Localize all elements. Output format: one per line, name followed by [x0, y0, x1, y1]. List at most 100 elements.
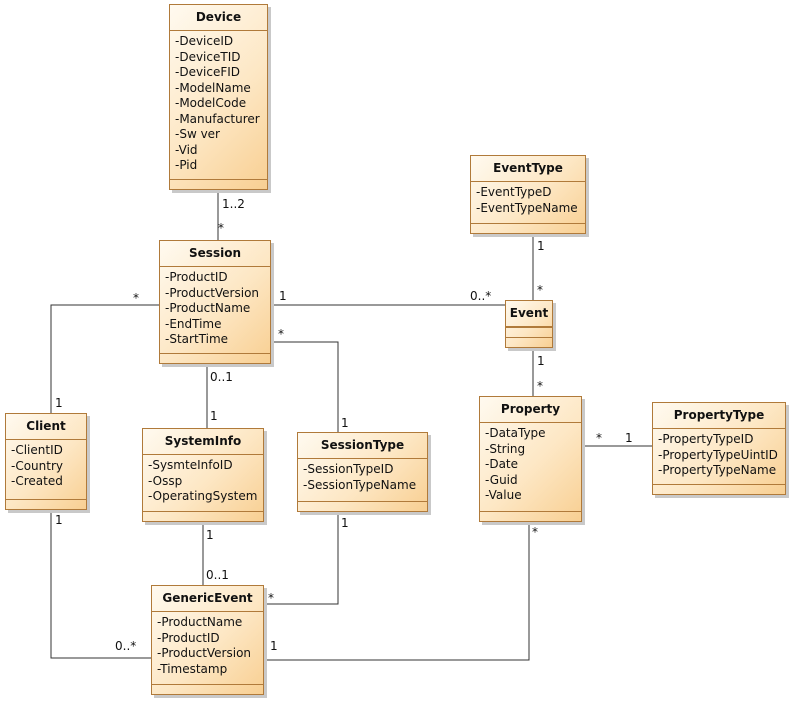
operations-compartment: [152, 684, 263, 685]
attribute: -ModelCode: [175, 96, 247, 110]
attribute: -Sw ver: [175, 127, 220, 141]
attribute: -Guid: [485, 472, 518, 487]
mult-property-genericevent-property-end: *: [532, 525, 538, 539]
mult-systeminfo-genericevent-systeminfo-end: 1: [206, 528, 214, 542]
attribute: -ClientID: [11, 443, 63, 457]
attribute: -SessionTypeID: [303, 462, 394, 476]
class-device-attributes: -DeviceID -DeviceTID -DeviceFID -ModelNa…: [170, 31, 267, 174]
mult-systeminfo-genericevent-genericevent-end: 0..1: [206, 568, 229, 582]
attributes-compartment: [506, 327, 552, 328]
class-session-title: Session: [160, 241, 270, 267]
operations-compartment: [170, 179, 267, 180]
assoc-session-client: [50, 304, 159, 413]
attribute: -Created: [11, 474, 63, 488]
class-eventtype[interactable]: EventType -EventTypeD -EventTypeName: [470, 155, 586, 234]
attribute: -DataType: [485, 426, 546, 440]
operations-compartment: [6, 499, 86, 500]
attribute: -Ossp: [148, 473, 183, 488]
attribute: -OperatingSystem: [148, 489, 258, 503]
class-propertytype[interactable]: PropertyType -PropertyTypeID -PropertyTy…: [652, 402, 786, 495]
class-systeminfo[interactable]: SystemInfo -SysmteInfoID -Ossp -Operatin…: [142, 428, 264, 522]
attribute: -DeviceID: [175, 34, 234, 48]
mult-device-session-device-end: 1..2: [222, 197, 245, 211]
class-propertytype-title: PropertyType: [653, 403, 785, 429]
class-event-title: Event: [506, 301, 552, 327]
attribute: -EventTypeName: [476, 200, 578, 215]
attribute: -SysmteInfoID: [148, 458, 233, 472]
attribute: -EventTypeD: [476, 185, 552, 199]
attribute: -Vid: [175, 142, 198, 157]
mult-event-property-property-end: *: [537, 379, 543, 393]
attribute: -DeviceTID: [175, 49, 241, 64]
class-genericevent-title: GenericEvent: [152, 586, 263, 612]
attribute: -Date: [485, 457, 519, 471]
class-eventtype-attributes: -EventTypeD -EventTypeName: [471, 182, 585, 216]
class-property[interactable]: Property -DataType -String -Date -Guid -…: [479, 396, 582, 522]
mult-session-systeminfo-systeminfo-end: 1: [210, 409, 218, 423]
assoc-session-sessiontype: [271, 341, 339, 432]
mult-client-genericevent-client-end: 1: [55, 513, 63, 527]
operations-compartment: [160, 353, 270, 354]
class-sessiontype-attributes: -SessionTypeID -SessionTypeName: [298, 459, 427, 493]
attribute: -StartTime: [165, 332, 229, 346]
attribute: -String: [485, 441, 526, 456]
class-client-title: Client: [6, 414, 86, 440]
mult-eventtype-event-event-end: *: [537, 283, 543, 297]
class-genericevent-attributes: -ProductName -ProductID -ProductVersion …: [152, 612, 263, 677]
assoc-property-genericevent: [264, 522, 530, 661]
mult-session-client-session-end: *: [133, 291, 139, 305]
class-genericevent[interactable]: GenericEvent -ProductName -ProductID -Pr…: [151, 585, 264, 695]
attribute: -EndTime: [165, 316, 222, 331]
attribute: -PropertyTypeID: [658, 432, 754, 446]
class-propertytype-attributes: -PropertyTypeID -PropertyTypeUintID -Pro…: [653, 429, 785, 479]
mult-property-propertytype-propertytype-end: 1: [625, 431, 633, 445]
operations-compartment: [298, 501, 427, 502]
class-session[interactable]: Session -ProductID -ProductVersion -Prod…: [159, 240, 271, 364]
attribute: -PropertyTypeUintID: [658, 447, 778, 462]
mult-session-event-event-end: 0..*: [470, 289, 492, 303]
attribute: -DeviceFID: [175, 65, 241, 79]
class-client[interactable]: Client -ClientID -Country -Created: [5, 413, 87, 510]
mult-session-client-client-end: 1: [55, 396, 63, 410]
attribute: -ProductName: [157, 615, 243, 629]
mult-sessiontype-genericevent-sessiontype-end: 1: [341, 516, 349, 530]
mult-eventtype-event-eventtype-end: 1: [537, 239, 545, 253]
attribute: -ProductID: [165, 270, 228, 284]
attribute: -ProductID: [157, 630, 220, 645]
class-session-attributes: -ProductID -ProductVersion -ProductName …: [160, 267, 270, 348]
attribute: -Value: [485, 488, 522, 502]
mult-property-genericevent-genericevent-end: 1: [270, 639, 278, 653]
mult-event-property-event-end: 1: [537, 354, 545, 368]
class-device[interactable]: Device -DeviceID -DeviceTID -DeviceFID -…: [169, 4, 268, 190]
operations-compartment: [506, 337, 552, 338]
class-property-attributes: -DataType -String -Date -Guid -Value: [480, 423, 581, 504]
class-device-title: Device: [170, 5, 267, 31]
class-systeminfo-attributes: -SysmteInfoID -Ossp -OperatingSystem: [143, 455, 263, 505]
attribute: -Pid: [175, 158, 198, 172]
mult-device-session-session-end: *: [218, 221, 224, 235]
class-eventtype-title: EventType: [471, 156, 585, 182]
operations-compartment: [480, 511, 581, 512]
attribute: -SessionTypeName: [303, 477, 417, 492]
mult-session-sessiontype-session-end: *: [278, 327, 284, 341]
assoc-client-genericevent: [50, 510, 151, 659]
operations-compartment: [653, 484, 785, 485]
assoc-sessiontype-genericevent: [264, 512, 339, 605]
mult-session-event-session-end: 1: [279, 289, 287, 303]
attribute: -ModelName: [175, 80, 251, 95]
attribute: -Manufacturer: [175, 111, 260, 126]
mult-session-systeminfo-session-end: 0..1: [210, 370, 233, 384]
class-client-attributes: -ClientID -Country -Created: [6, 440, 86, 490]
attribute: -ProductVersion: [165, 285, 260, 300]
mult-client-genericevent-genericevent-end: 0..*: [115, 639, 137, 653]
operations-compartment: [143, 511, 263, 512]
class-sessiontype[interactable]: SessionType -SessionTypeID -SessionTypeN…: [297, 432, 428, 512]
attribute: -ProductVersion: [157, 646, 252, 660]
class-sessiontype-title: SessionType: [298, 433, 427, 459]
operations-compartment: [471, 223, 585, 224]
mult-sessiontype-genericevent-genericevent-end: *: [268, 591, 274, 605]
class-event[interactable]: Event: [505, 300, 553, 348]
attribute: -Country: [11, 458, 64, 473]
